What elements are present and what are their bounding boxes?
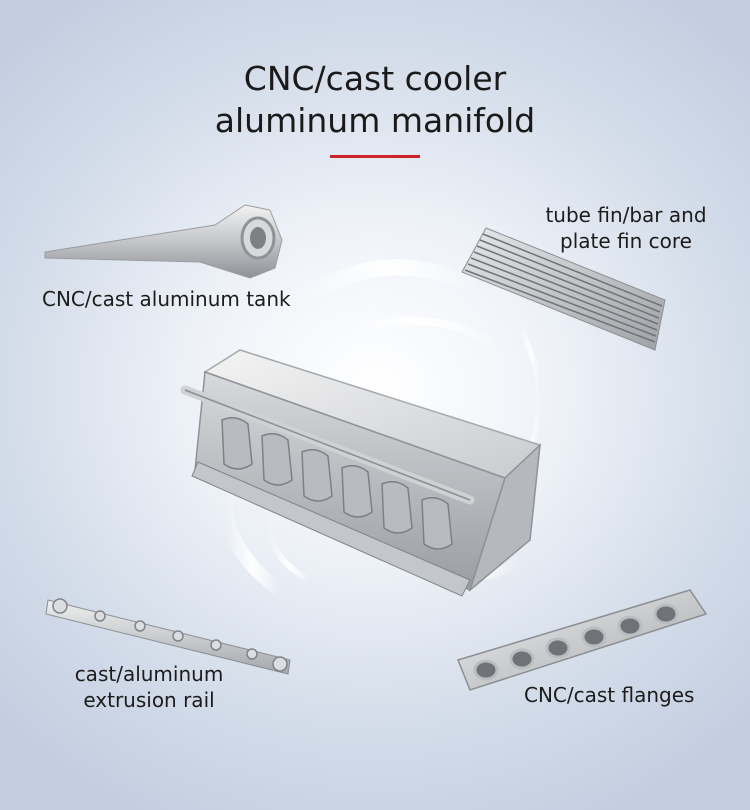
page-title: CNC/cast cooler aluminum manifold <box>0 58 750 142</box>
title-underline <box>330 155 420 158</box>
flanges-label: CNC/cast flanges <box>524 683 695 707</box>
title-line-2: aluminum manifold <box>214 101 536 140</box>
title-line-1: CNC/cast cooler <box>243 59 507 98</box>
rail-label-line-1: cast/aluminum <box>74 662 224 686</box>
rail-label: cast/aluminum extrusion rail <box>74 661 224 713</box>
fin-core-label: tube fin/bar and plate fin core <box>536 202 716 254</box>
fin-core-label-line-1: tube fin/bar and <box>545 203 707 227</box>
tank-label: CNC/cast aluminum tank <box>42 287 291 311</box>
rail-label-line-2: extrusion rail <box>83 688 215 712</box>
fin-core-label-line-2: plate fin core <box>560 229 692 253</box>
